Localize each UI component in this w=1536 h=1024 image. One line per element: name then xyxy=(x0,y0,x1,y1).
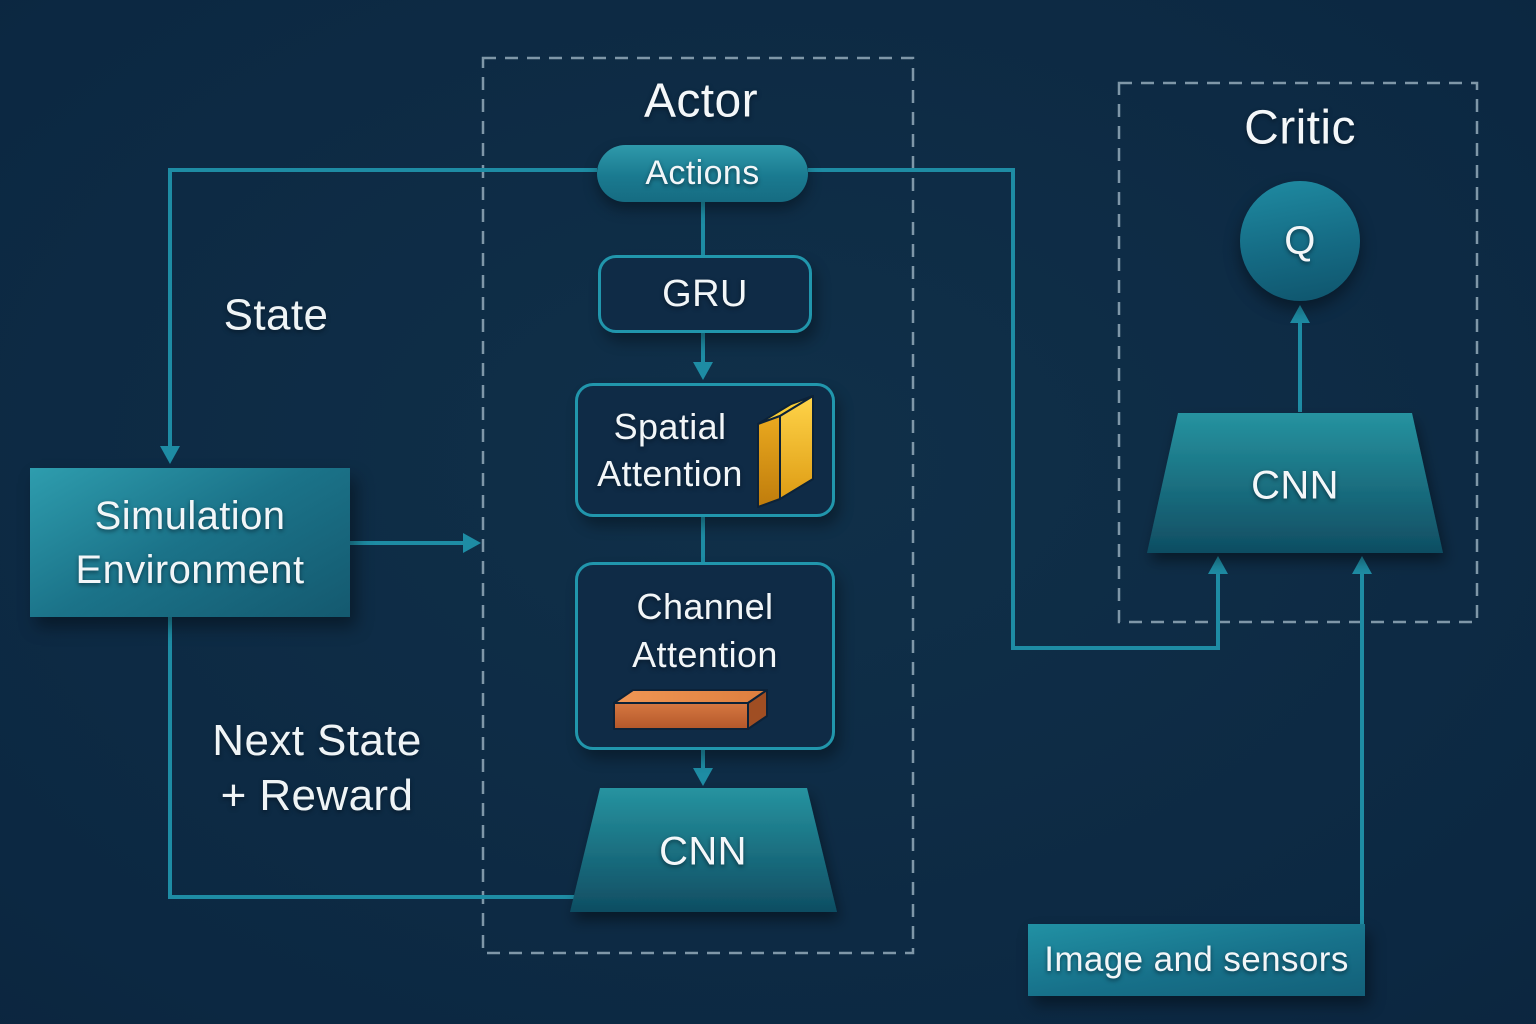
simulation-environment-node: Simulation Environment xyxy=(30,468,350,617)
simulation-environment-line1: Simulation xyxy=(94,493,286,538)
channel-attention-label-line2: Attention xyxy=(632,634,778,675)
critic-region-title: Critic xyxy=(1244,101,1356,155)
next-state-reward-edge-label: Next State + Reward xyxy=(212,713,421,823)
gru-node: GRU xyxy=(598,255,812,333)
actor-cnn-trapezoid xyxy=(570,788,837,912)
spatial-attention-label-line2: Attention xyxy=(597,453,743,494)
q-value-node: Q xyxy=(1240,181,1360,301)
orange-3d-slab-icon xyxy=(613,689,768,730)
arrowhead-into-environment xyxy=(160,446,180,464)
q-label: Q xyxy=(1284,218,1316,263)
arrowhead-into-critic-cnn-right xyxy=(1352,556,1372,574)
actor-region-border xyxy=(481,56,915,955)
gold-3d-slab-icon xyxy=(757,395,814,508)
simulation-environment-line2: Environment xyxy=(75,547,305,592)
image-and-sensors-node: Image and sensors xyxy=(1028,924,1365,996)
critic-cnn-trapezoid xyxy=(1147,413,1443,553)
environment-to-actor-cnn-line xyxy=(168,616,578,899)
arrowhead-into-critic-cnn-left xyxy=(1208,556,1228,574)
arrowhead-into-actor-region xyxy=(463,533,481,553)
actions-label: Actions xyxy=(645,154,760,192)
arrowhead-into-q xyxy=(1290,305,1310,323)
critic-cnn-label: CNN xyxy=(1251,463,1339,508)
image-and-sensors-label: Image and sensors xyxy=(1044,940,1349,979)
channel-attention-label-line1: Channel xyxy=(636,586,774,627)
actions-to-environment-line xyxy=(168,168,597,448)
actor-region-title: Actor xyxy=(643,74,759,128)
arrowhead-into-actor-cnn xyxy=(693,768,713,786)
actions-node: Actions xyxy=(597,145,808,202)
arrowhead-into-spatial-attention xyxy=(693,362,713,380)
state-edge-label: State xyxy=(223,290,329,340)
spatial-attention-label-line1: Spatial xyxy=(613,406,727,447)
critic-region-border xyxy=(1117,81,1479,624)
next-state-reward-line2: + Reward xyxy=(220,771,414,820)
actions-to-critic-cnn-line xyxy=(808,168,1220,650)
next-state-reward-line1: Next State xyxy=(212,716,422,765)
gru-label: GRU xyxy=(662,272,748,315)
actor-cnn-label: CNN xyxy=(659,829,747,874)
